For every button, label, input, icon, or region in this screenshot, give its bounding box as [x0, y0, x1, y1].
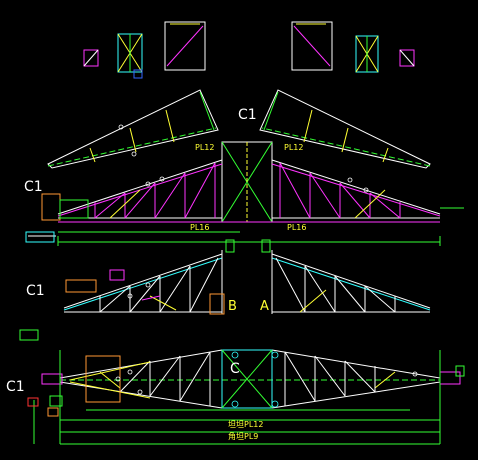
bolt-circles — [115, 124, 418, 408]
detail-views-top — [83, 21, 415, 79]
label-c1-top: C1 — [238, 107, 257, 123]
row1-left-chord — [47, 89, 219, 169]
row4-long-truss — [19, 329, 465, 445]
label-dim-pl9: 角坦PL9 — [228, 433, 258, 441]
label-pl16-left: PL16 — [190, 223, 210, 232]
label-pl16-right: PL16 — [287, 223, 307, 232]
dim-prefix-1: 坦坦 — [228, 420, 244, 429]
dim-prefix-2: 角坦 — [228, 432, 244, 441]
label-pl12-right: PL12 — [284, 143, 304, 152]
label-c-center: C — [230, 361, 240, 377]
label-mark-a: A — [260, 299, 269, 314]
row3-half-trusses — [63, 239, 431, 315]
label-dim-pl12: 坦坦PL12 — [228, 421, 263, 429]
dim-value-pl9: PL9 — [244, 432, 259, 441]
row1-right-chord — [259, 89, 431, 169]
label-c1-row2: C1 — [24, 179, 43, 195]
label-c1-row3: C1 — [26, 283, 45, 299]
label-mark-b: B — [228, 299, 237, 314]
label-pl12-left: PL12 — [195, 143, 215, 152]
label-c1-row4: C1 — [6, 379, 25, 395]
row2-truss — [25, 141, 464, 246]
dim-value-pl12: PL12 — [244, 420, 264, 429]
